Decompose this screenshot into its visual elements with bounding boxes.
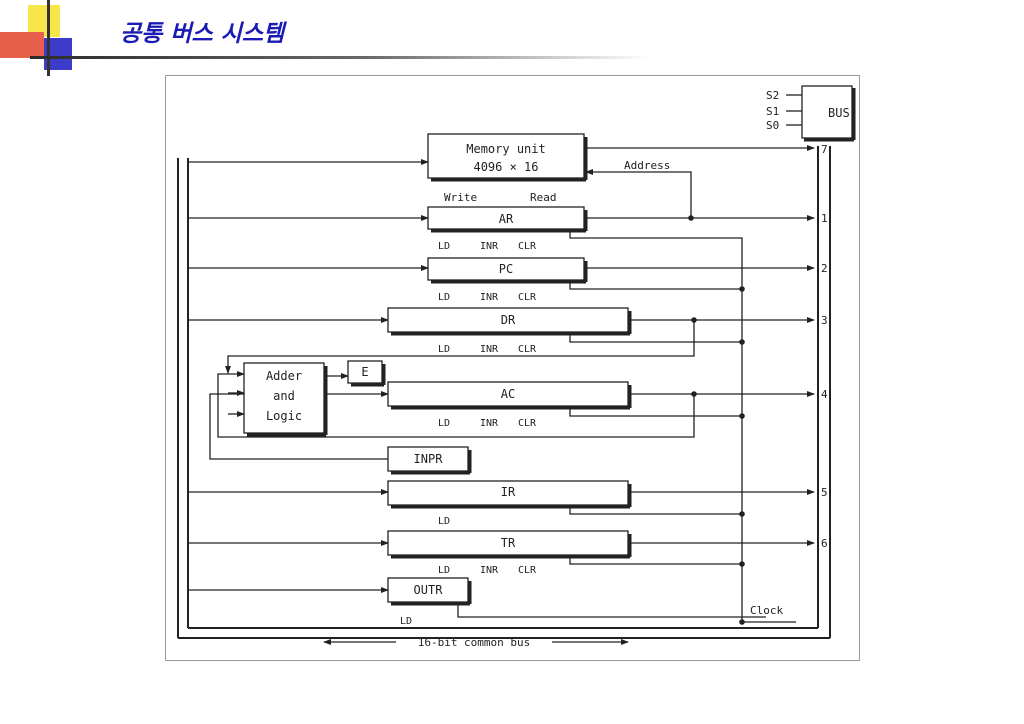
memory-size-label: 4096 × 16 [473,160,538,174]
slide-title: 공통 버스 시스템 [120,21,285,47]
memory-read-label: Read [530,191,557,204]
bus-input-5: 5 [821,486,828,499]
bus-diagram-svg: BUS S2 S1 S0 Memory unit 4096 × 16 Write… [177,85,856,649]
select-line-s0: S0 [766,119,779,132]
register-ar-label: AR [499,212,514,226]
outr-label: OUTR [414,583,444,597]
common-bus-diagram: BUS S2 S1 S0 Memory unit 4096 × 16 Write… [165,75,860,661]
bus-caption: 16-bit common bus [418,636,531,649]
register-ac-label: AC [501,387,515,401]
inpr-label: INPR [414,452,444,466]
decor-yellow-square [28,5,60,37]
bus-label: BUS [828,106,850,120]
ac-clr-label: CLR [518,418,537,429]
dr-inr-label: INR [480,344,499,355]
alu-label-line1: Adder [266,369,302,383]
ac-inr-label: INR [480,418,499,429]
tr-inr-label: INR [480,565,499,576]
dr-clr-label: CLR [518,344,537,355]
register-tr-label: TR [501,536,516,550]
pc-clr-label: CLR [518,292,537,303]
register-ir-label: IR [501,485,516,499]
address-label: Address [624,159,670,172]
ir-ld-label: LD [438,516,450,527]
bus-input-4: 4 [821,388,828,401]
pc-inr-label: INR [480,292,499,303]
bus-input-3: 3 [821,314,828,327]
select-line-s2: S2 [766,89,779,102]
outr-ld-label: LD [400,616,412,627]
alu-label-line3: Logic [266,409,302,423]
decor-orange-square [0,32,44,58]
register-dr-label: DR [501,313,516,327]
pc-ld-label: LD [438,292,450,303]
tr-ld-label: LD [438,565,450,576]
bus-input-2: 2 [821,262,828,275]
ar-clr-label: CLR [518,241,537,252]
ac-ld-label: LD [438,418,450,429]
bus-input-6: 6 [821,537,828,550]
bus-input-7: 7 [821,143,828,156]
title-divider [30,56,650,59]
memory-write-label: Write [444,191,477,204]
dr-ld-label: LD [438,344,450,355]
register-pc-label: PC [499,262,513,276]
ar-inr-label: INR [480,241,499,252]
e-flag-label: E [361,365,368,379]
memory-unit-label: Memory unit [466,142,545,156]
clock-label: Clock [750,604,783,617]
select-line-s1: S1 [766,105,779,118]
tr-clr-label: CLR [518,565,537,576]
ar-ld-label: LD [438,241,450,252]
bus-input-1: 1 [821,212,828,225]
decor-vertical-line [47,0,50,76]
alu-label-line2: and [273,389,295,403]
